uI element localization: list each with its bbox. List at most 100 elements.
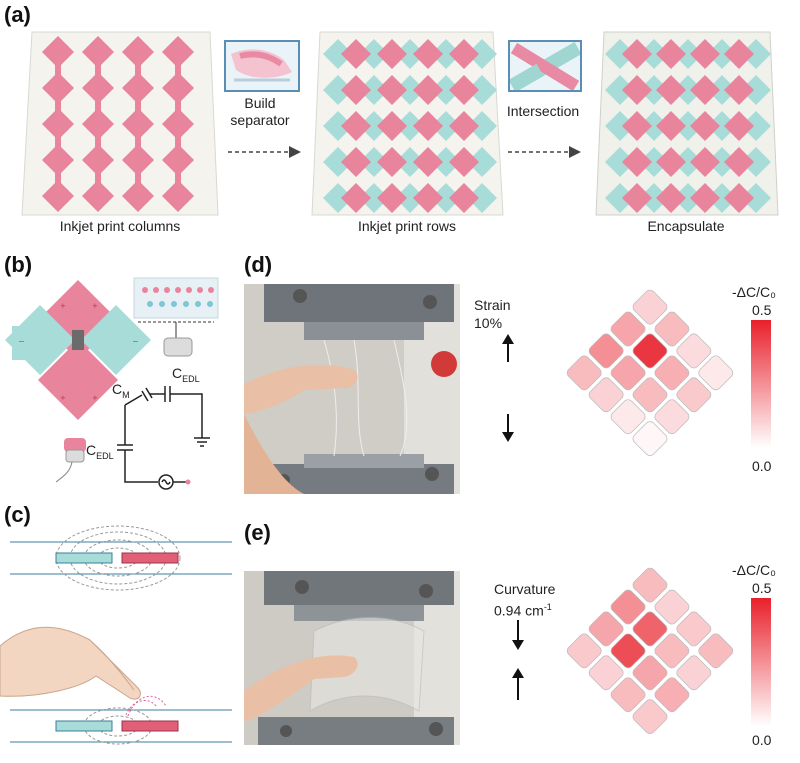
cyan-pad — [323, 111, 353, 141]
pink-pad — [724, 39, 754, 69]
caption-encapsulate: Encapsulate — [647, 218, 725, 234]
pad-left-cyan-diamond — [5, 305, 75, 375]
colorbar-d-min: 0.0 — [752, 458, 772, 474]
electrode-pink-bottom — [121, 720, 179, 732]
strain-photo-art — [244, 284, 460, 494]
panel-e-label: (e) — [244, 520, 271, 545]
strain-label: Strain 10% — [474, 297, 511, 331]
pink-pad — [82, 72, 114, 104]
panel-d-label: (d) — [244, 252, 273, 277]
pink-pad — [622, 39, 652, 69]
edl-dots — [142, 287, 214, 307]
pad-bottom-pink — [38, 340, 118, 420]
cyan-pad — [359, 147, 389, 177]
electrode-cyan-bottom — [55, 720, 113, 732]
heatmap-cell — [654, 399, 690, 435]
pink-pad — [413, 111, 443, 141]
pad-right-cyan-diamond — [81, 305, 151, 375]
edl-inset-box — [133, 277, 219, 319]
pink-pad — [377, 147, 407, 177]
pink-pad — [724, 111, 754, 141]
panel-b-label: (b) — [4, 252, 33, 277]
pink-pad — [656, 183, 686, 213]
pink-pad — [622, 111, 652, 141]
cyan-pad — [395, 147, 425, 177]
pink-pad — [413, 75, 443, 105]
svg-text:+: + — [60, 302, 66, 310]
pink-pad — [341, 39, 371, 69]
pink-pad — [341, 75, 371, 105]
heatmap-cell — [610, 589, 646, 625]
cyan-pad — [605, 39, 635, 69]
colorbar-e — [751, 598, 771, 726]
pink-pad — [122, 180, 154, 212]
cedl-label-bottom: CEDL — [86, 442, 114, 461]
heatmap-cell — [698, 633, 734, 669]
heatmap-cell — [610, 677, 646, 713]
pink-pad — [377, 111, 407, 141]
heatmap-cell — [588, 377, 624, 413]
pink-pad — [377, 75, 407, 105]
heatmap-cell — [654, 677, 690, 713]
svg-text:−: − — [132, 337, 139, 346]
pink-pad — [42, 72, 74, 104]
svg-text:−: − — [18, 337, 25, 346]
pink-pad — [42, 144, 74, 176]
cyan-pad — [431, 75, 461, 105]
heatmap-e — [566, 567, 734, 734]
electrode-pink-top — [121, 552, 179, 564]
pink-pad — [42, 180, 74, 212]
cyan-pad — [323, 39, 353, 69]
cyan-pad — [673, 75, 703, 105]
cyan-pad — [395, 75, 425, 105]
cyan-pad — [359, 75, 389, 105]
pink-pad — [656, 111, 686, 141]
pink-pad — [690, 39, 720, 69]
heatmap-cell — [588, 333, 624, 369]
intersection-inset-art — [508, 41, 582, 93]
heatmap-cell — [588, 655, 624, 691]
heatmap-cell — [654, 355, 690, 391]
panel-a-figure — [21, 31, 779, 216]
heatmap-cell — [566, 355, 602, 391]
cyan-pad — [605, 147, 635, 177]
pink-pad — [377, 39, 407, 69]
colorbar-e-min: 0.0 — [752, 732, 772, 748]
heatmap-cell — [610, 311, 646, 347]
cyan-pad — [323, 147, 353, 177]
heatmap-cell — [676, 377, 712, 413]
build-separator-inset — [224, 40, 300, 92]
heatmap-cell — [654, 311, 690, 347]
heatmap-cell — [632, 377, 668, 413]
cyan-pad — [707, 147, 737, 177]
heatmap-cell — [676, 611, 712, 647]
cyan-pad — [431, 39, 461, 69]
pink-pad — [377, 183, 407, 213]
heatmap-cell — [676, 333, 712, 369]
sheet3-grid-pads — [605, 39, 771, 213]
svg-text:+: + — [92, 394, 98, 402]
pink-pad — [449, 111, 479, 141]
pink-pad — [122, 144, 154, 176]
pink-pad — [341, 111, 371, 141]
cyan-pad — [323, 183, 353, 213]
cyan-pad — [741, 75, 771, 105]
colorbar-d-max: 0.5 — [752, 302, 772, 318]
pink-pad — [449, 75, 479, 105]
heatmap-d — [566, 289, 734, 456]
cyan-pad — [639, 183, 669, 213]
pink-pad — [656, 39, 686, 69]
strain-arrows — [502, 334, 514, 442]
cyan-pad — [673, 111, 703, 141]
cyan-pad — [431, 111, 461, 141]
cyan-pad — [673, 147, 703, 177]
cyan-pad — [605, 75, 635, 105]
heatmap-cell — [632, 421, 668, 456]
cyan-pad — [707, 111, 737, 141]
cyan-pad — [395, 39, 425, 69]
pink-pad — [82, 108, 114, 140]
intersection-text: Intersection — [506, 103, 580, 119]
pink-pad — [690, 111, 720, 141]
cyan-pad — [467, 111, 497, 141]
cyan-pad — [467, 75, 497, 105]
